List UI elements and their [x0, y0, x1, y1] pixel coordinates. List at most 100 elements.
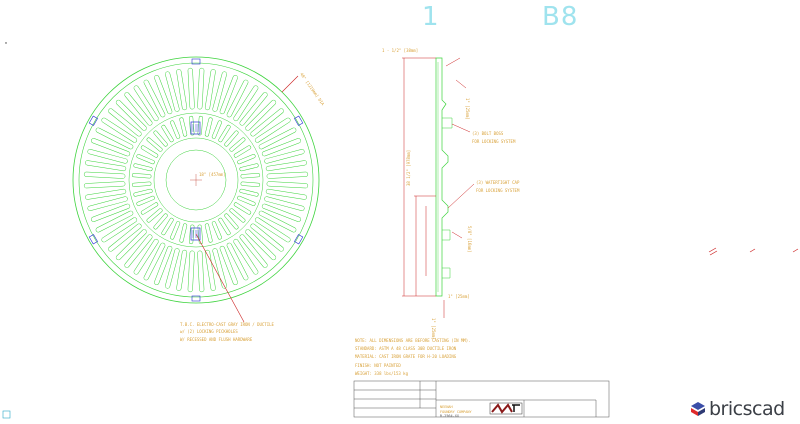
outer-slot-ring: [83, 67, 309, 293]
grate-slot: [176, 249, 188, 291]
grate-slot: [237, 154, 256, 165]
callout-bolt-boss-2: FOR LOCKING SYSTEM: [472, 139, 516, 144]
grate-slot: [197, 67, 205, 110]
grate-slot: [219, 245, 238, 285]
section-top-dim: 1 - 1/2" [38mm]: [382, 48, 418, 53]
grate-slot: [266, 171, 309, 179]
grate-slot: [250, 108, 284, 137]
grate-note-2: w/ (2) LOCKING PICKHOLES: [180, 329, 238, 334]
grate-middle-ring: [128, 112, 264, 248]
grate-slot: [85, 188, 127, 200]
grate-slot: [101, 217, 138, 243]
grate-slot: [261, 203, 301, 222]
section-dimensions: [402, 57, 475, 318]
bottom-dimension-2: 1" [25mm]: [431, 318, 436, 340]
grate-slot: [204, 69, 216, 111]
grate-outer-rim: [72, 56, 320, 304]
callout-bolt-boss-1: (3) BOLT BOSS: [472, 131, 504, 136]
grate-slot: [108, 223, 142, 252]
callout-cap-2: FOR LOCKING SYSTEM: [476, 188, 520, 193]
grate-slot: [204, 117, 213, 137]
title-company: NEENAH: [440, 405, 453, 409]
spec-note-1: NOTE: ALL DIMENSIONS ARE BEFORE CASTING …: [355, 338, 471, 343]
grate-slot: [83, 171, 126, 179]
grate-slot: [131, 181, 152, 187]
grate-slot: [165, 71, 180, 112]
bricscad-icon: [691, 402, 705, 416]
bottom-dimension-1: 1" [25mm]: [448, 294, 470, 299]
grate-note-1: T.B.C. ELECTRO-CAST GRAY IRON / DUCTILE: [180, 322, 275, 327]
grate-slot: [254, 117, 291, 143]
rim-lug: [88, 234, 98, 245]
grate-slot: [179, 223, 188, 243]
title-part-number: R-2564-XX: [440, 414, 460, 418]
grate-slot: [101, 117, 138, 143]
pickhole-bottom: [190, 227, 201, 241]
grate-slot: [83, 181, 126, 189]
grate-slot: [226, 242, 249, 281]
rim-lug: [294, 115, 304, 126]
grate-slot: [108, 108, 142, 137]
title-company-sub: FOUNDRY COMPANY: [440, 410, 473, 414]
grate-slot: [224, 213, 239, 230]
grate-slot: [197, 250, 205, 293]
grate-slot: [161, 217, 174, 236]
sheet-number: 1: [422, 2, 440, 32]
grate-slot: [143, 242, 166, 281]
grate-section-view: [435, 57, 453, 297]
grate-slot: [165, 248, 180, 289]
grate-note-3: W/ RECESSED AND FLUSH HARDWARE: [180, 337, 253, 342]
inner-slot-ring: [131, 115, 261, 245]
grate-slot: [143, 79, 166, 118]
grate-slot: [219, 75, 238, 115]
grate-slot: [245, 229, 277, 261]
grate-slot: [266, 181, 309, 189]
rim-lug: [191, 295, 201, 302]
grate-slot: [240, 181, 261, 187]
grate-slot: [133, 238, 159, 275]
grate-slot: [197, 115, 203, 136]
grate-slot: [136, 154, 155, 165]
grate-slot: [233, 85, 259, 122]
grate-slot: [212, 248, 227, 289]
center-dimension: 18" [457mm]: [199, 172, 226, 177]
grate-slot: [245, 99, 277, 131]
grate-slot: [212, 71, 227, 112]
grate-slot: [179, 117, 188, 137]
grate-slot: [211, 221, 222, 240]
grate-slot: [218, 124, 231, 143]
grate-slot: [153, 213, 168, 230]
grate-slot: [233, 145, 252, 158]
grate-slot: [250, 223, 284, 252]
grate-slot: [170, 120, 181, 139]
grate-slot: [254, 217, 291, 243]
grate-slot: [95, 210, 134, 233]
rim-lugs: [88, 58, 304, 302]
grate-slot: [115, 99, 147, 131]
callout-cap-1: (3) WATERTIGHT CAP: [476, 180, 520, 185]
rim-dimension: 48" [1219mm] DIA: [299, 72, 326, 107]
grate-slot: [240, 173, 261, 179]
section-right-dim: 1" [25mm]: [465, 98, 470, 120]
grate-slot: [264, 149, 305, 164]
grate-slot: [133, 163, 153, 172]
grate-slot: [170, 221, 181, 240]
grate-slot: [237, 195, 256, 206]
grate-slot: [176, 69, 188, 111]
grate-slot: [211, 120, 222, 139]
grate-slot: [189, 224, 195, 245]
grate-slot: [224, 130, 239, 147]
grate-slot: [153, 130, 168, 147]
grate-slot: [239, 234, 268, 268]
grate-slot: [264, 196, 305, 211]
grate-slot: [265, 160, 307, 172]
grate-slot: [226, 79, 249, 118]
height-dimension: 38 1/2" [978mm]: [406, 150, 411, 186]
sheet-code: B8: [542, 2, 579, 32]
spec-note-3: MATERIAL: CAST IRON GRATE FOR H-20 LOADI…: [355, 354, 457, 359]
grate-hub-inner: [165, 149, 227, 211]
grate-slot: [95, 127, 134, 150]
grate-slot: [133, 188, 153, 197]
rim-lug: [88, 115, 98, 126]
